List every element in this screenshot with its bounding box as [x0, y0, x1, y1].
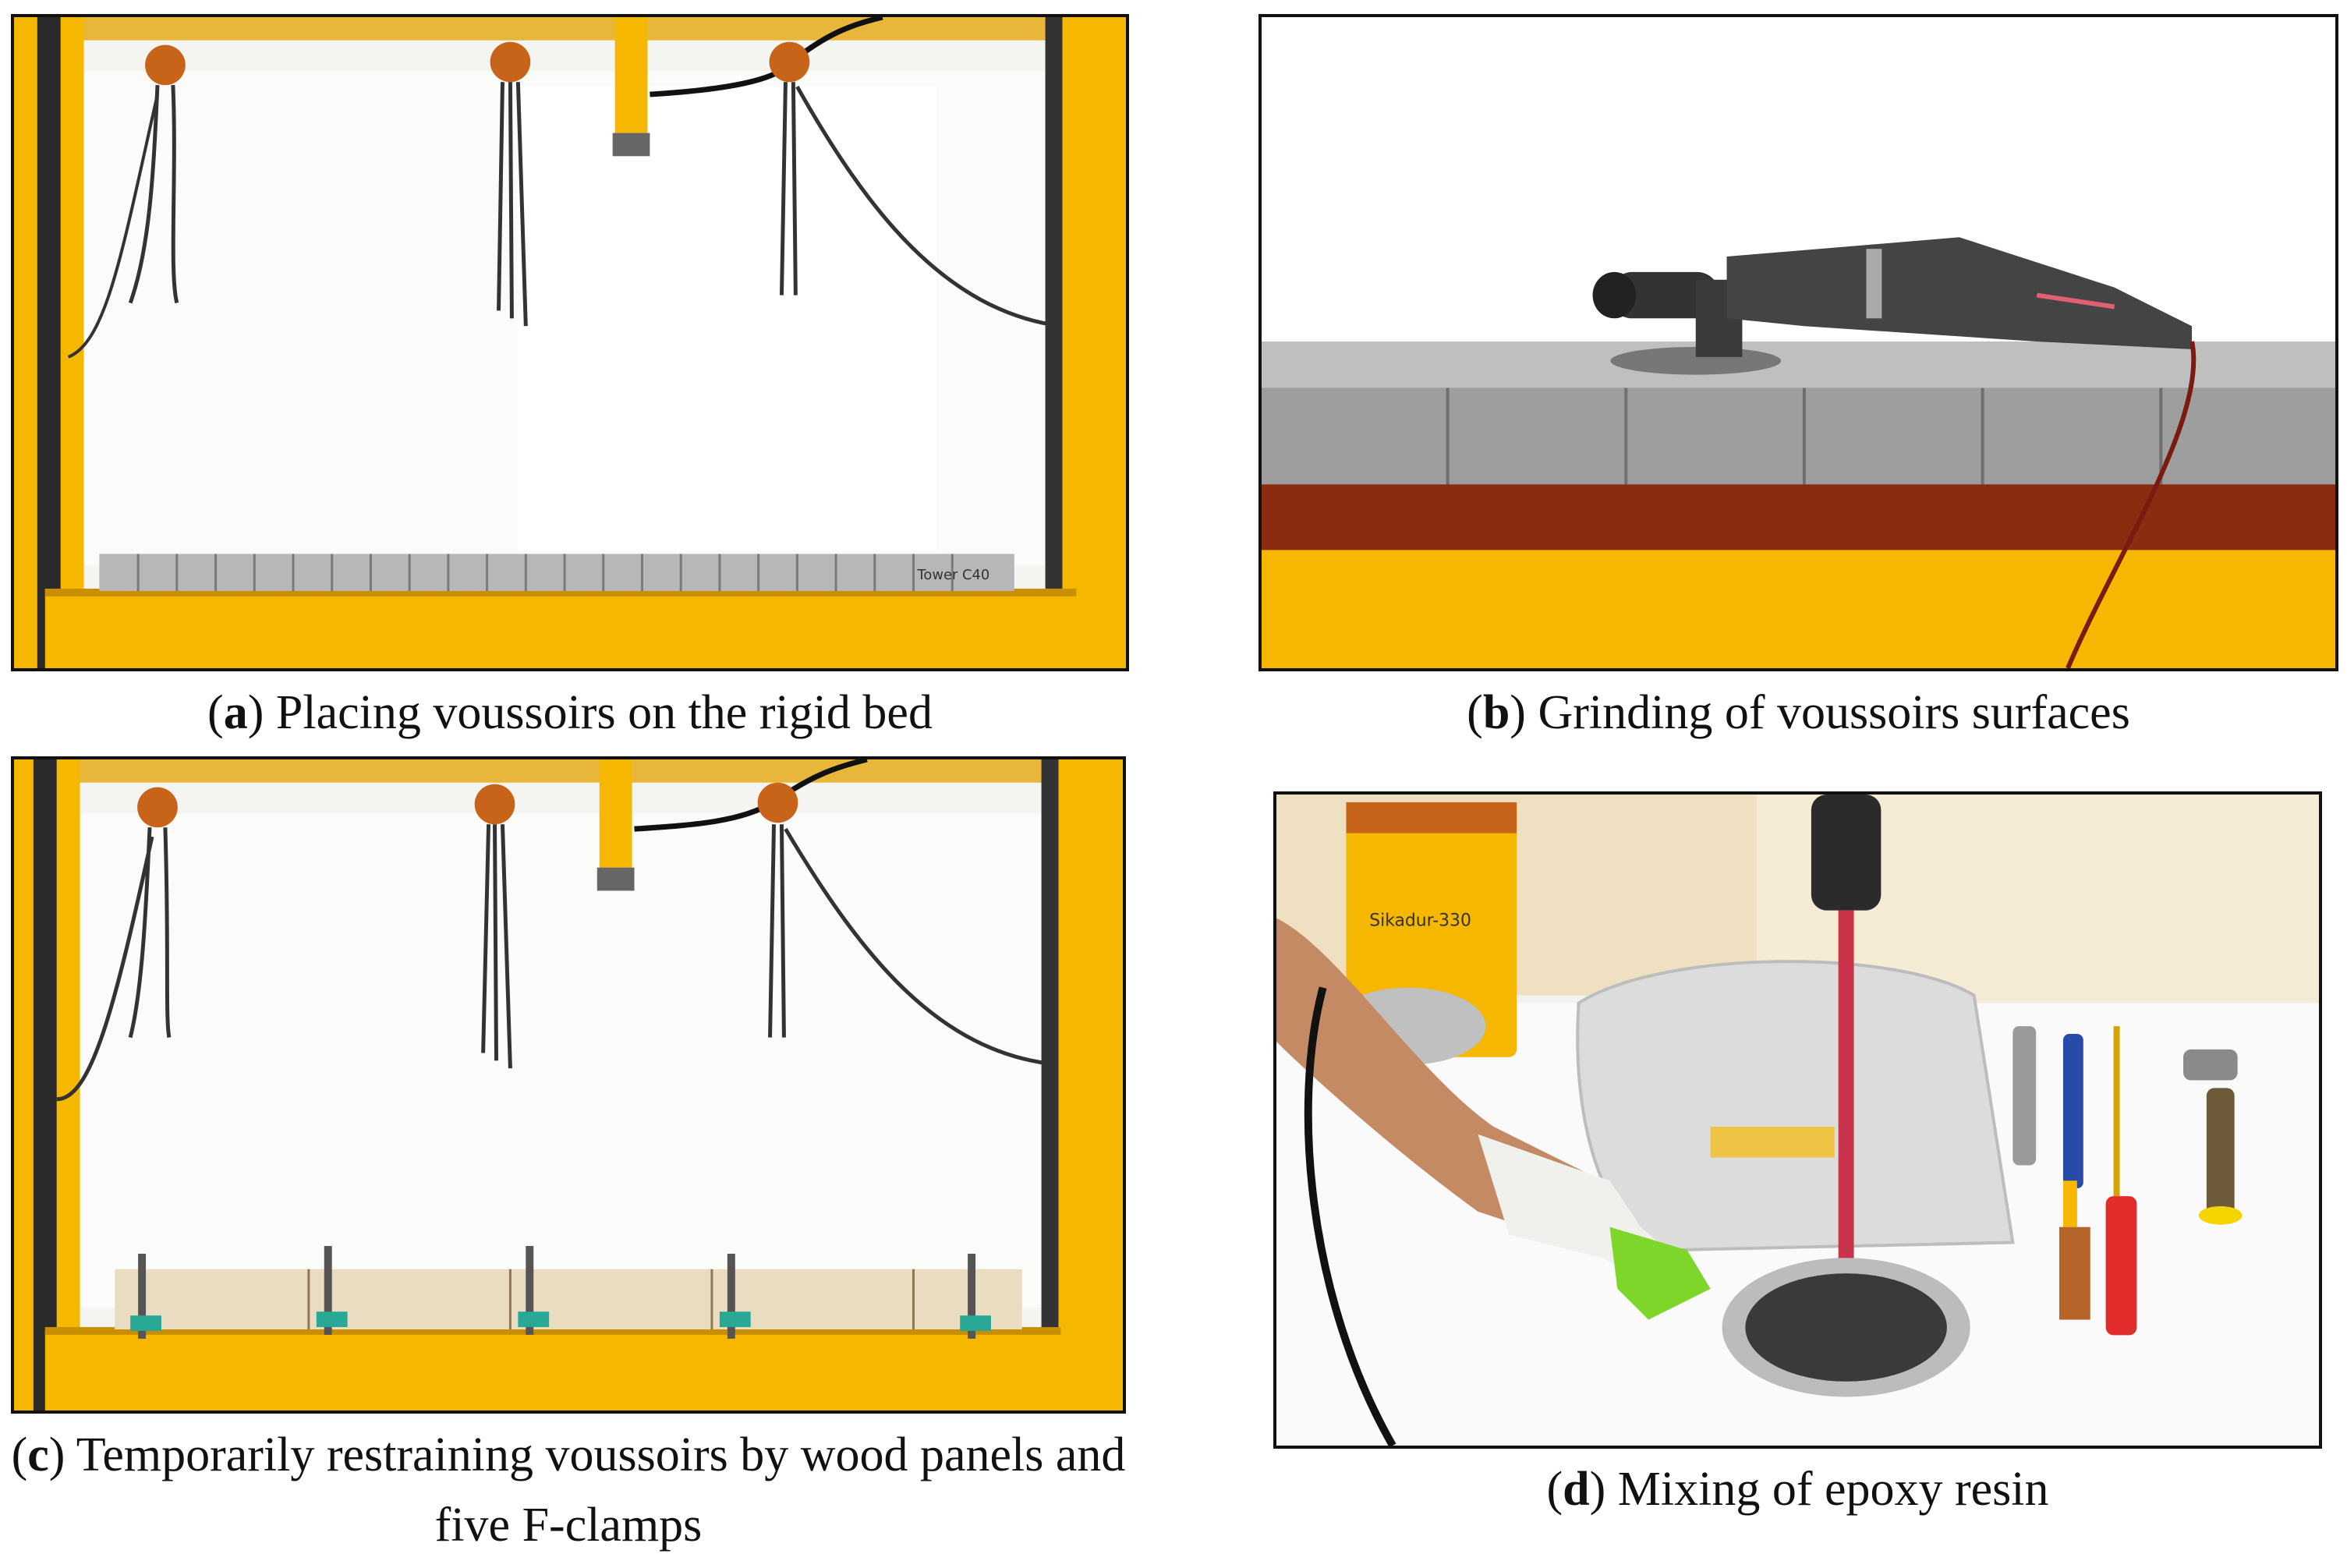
caption-letter: b — [1482, 686, 1510, 739]
photo-mixing-epoxy: Sikadur-330 — [1276, 795, 2319, 1446]
caption-letter: d — [1563, 1463, 1590, 1516]
photo-panel-c — [11, 756, 1126, 1414]
voussoir-row: Tower C40 — [99, 554, 1014, 591]
power-cord — [2066, 341, 2197, 668]
caption-text: Temporarily restraining voussoirs by woo… — [76, 1428, 1126, 1552]
caption-c: (c) Temporarily restraining voussoirs by… — [11, 1428, 1126, 1552]
f-clamps — [130, 1246, 991, 1339]
caption-b: (b) Grinding of voussoirs surfaces — [1467, 686, 2130, 739]
wood-panels — [115, 1269, 1022, 1329]
caption-a: (a) Placing voussoirs on the rigid bed — [207, 686, 933, 739]
caption-text: Placing voussoirs on the rigid bed — [275, 686, 933, 739]
angle-grinder — [1592, 237, 2193, 375]
caption-letter: c — [27, 1428, 49, 1481]
drill-cable — [1304, 986, 1397, 1446]
product-label: Sikadur-330 — [1369, 911, 1471, 930]
photo-placing-voussoirs: Tower C40 — [14, 17, 1126, 668]
bed-marking: Tower C40 — [916, 567, 989, 583]
photo-restraining-voussoirs — [14, 759, 1123, 1410]
photo-panel-d: Sikadur-330 — [1273, 791, 2322, 1449]
hydraulic-jack — [612, 17, 883, 157]
caption-d: (d) Mixing of epoxy resin — [1546, 1463, 2049, 1516]
chain-hoist-3 — [769, 41, 1061, 328]
bubble-wrap-package — [1576, 960, 2015, 1252]
photo-panel-b — [1258, 14, 2338, 671]
tools — [2012, 1026, 2243, 1336]
gloved-hand — [1276, 918, 1711, 1320]
chain-hoist-1 — [67, 44, 186, 359]
drill-mixer — [1722, 795, 1970, 1397]
caption-letter: a — [223, 686, 248, 739]
photo-panel-a: Tower C40 — [11, 14, 1129, 671]
caption-text: Grinding of voussoirs surfaces — [1538, 686, 2130, 739]
photo-grinding-voussoirs — [1262, 17, 2335, 668]
chain-hoist-2 — [490, 41, 531, 327]
caption-text: Mixing of epoxy resin — [1617, 1463, 2049, 1516]
